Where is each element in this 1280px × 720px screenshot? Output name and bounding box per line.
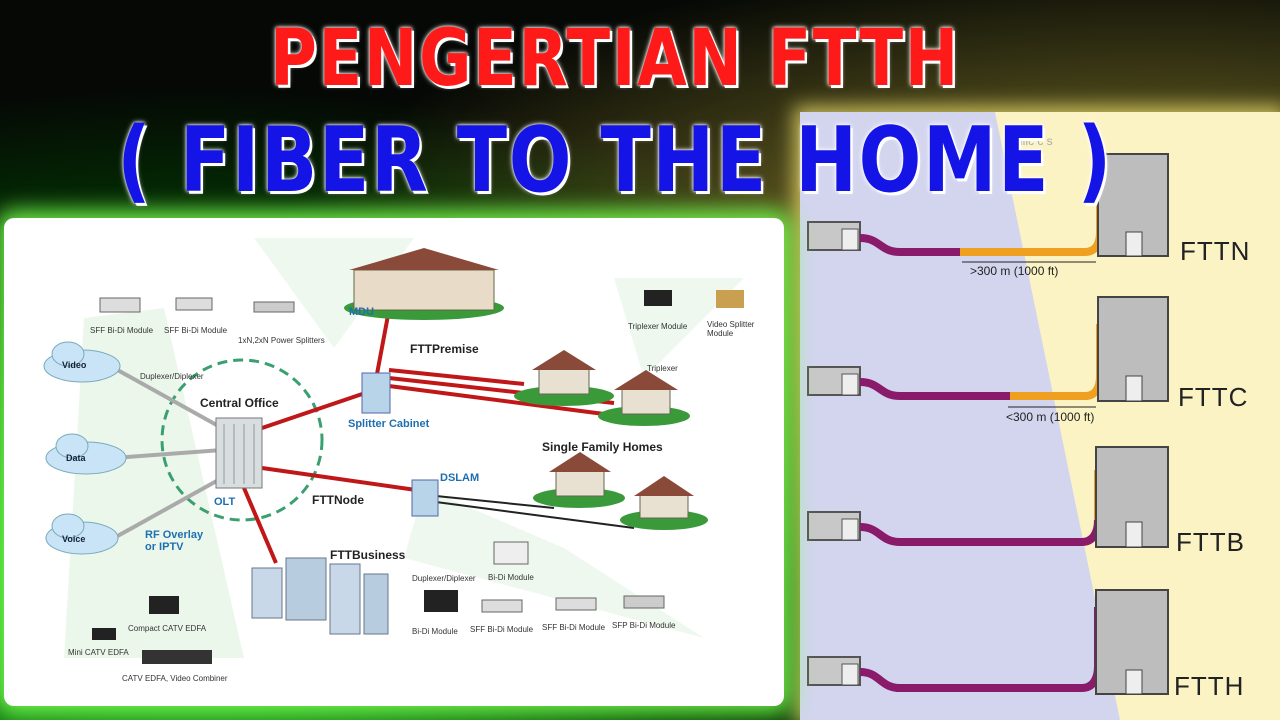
cloud-data-label: Data <box>66 453 86 463</box>
business-buildings <box>251 557 389 635</box>
fttx-diagram-svg <box>800 112 1169 720</box>
triplexer-label: Triplexer <box>647 364 678 373</box>
cloud-video <box>43 341 121 383</box>
sff-module-icon-4 <box>555 597 597 611</box>
label-ftth: FTTH <box>1174 671 1245 701</box>
sff-label-3: SFF Bi-Di Module <box>470 625 534 634</box>
splitter-cabinet-label: Splitter Cabinet <box>348 418 430 430</box>
network-diagram-svg <box>43 238 744 664</box>
house-3 <box>533 452 625 508</box>
power-splitter-icon <box>253 301 295 313</box>
fiber-zone <box>800 112 1120 720</box>
mini-catv-label: Mini CATV EDFA <box>68 648 129 657</box>
sfp-label: SFP Bi-Di Module <box>612 621 676 630</box>
video-splitter-icon <box>716 290 744 308</box>
triplexer-module-label: Triplexer Module <box>628 322 688 331</box>
compact-catv-label: Compact CATV EDFA <box>128 624 207 633</box>
network-diagram: Video Data Voice Central Office OLT MDU … <box>4 218 784 706</box>
row-ftth <box>807 589 1169 695</box>
sff-label-1: SFF Bi-Di Module <box>90 326 154 335</box>
cloud-data <box>45 433 127 475</box>
row-fttb <box>807 446 1169 548</box>
dslam-icon <box>411 479 439 517</box>
olt-rack <box>215 417 263 489</box>
bidi-module-icon-right <box>493 541 529 565</box>
sff-module-icon-3 <box>481 599 523 613</box>
fttnode-label: FTTNode <box>312 493 364 507</box>
label-fttn: FTTN <box>1180 236 1251 266</box>
fttbusiness-label: FTTBusiness <box>330 548 406 562</box>
row-fttc <box>807 296 1169 408</box>
house-2 <box>598 370 690 426</box>
row-fttn <box>807 153 1169 263</box>
single-family-homes-label: Single Family Homes <box>542 440 663 454</box>
cloud-voice <box>45 513 119 555</box>
mdu-label: MDU <box>349 306 375 318</box>
duplexer-label-bottom: Duplexer/Diplexer <box>412 574 476 583</box>
label-fttc: FTTC <box>1178 382 1249 412</box>
sff-module-icon-1 <box>99 297 141 313</box>
catv-edfa-label: CATV EDFA, Video Combiner <box>122 674 228 683</box>
cloud-voice-label: Voice <box>62 534 86 544</box>
house-1 <box>514 350 614 406</box>
triplexer-module-icon <box>644 290 672 306</box>
central-office-circle <box>160 358 324 522</box>
catv-edfa-icon <box>142 650 212 664</box>
title-line-2: ( FIBER TO THE HOME ) <box>117 108 1113 213</box>
house-4 <box>620 476 708 530</box>
bidi-label-bottom: Bi-Di Module <box>412 627 458 636</box>
title-line-1: PENGERTIAN FTTH <box>270 14 960 104</box>
fragment-label: tallic c s <box>1010 134 1053 148</box>
bidi-label-right: Bi-Di Module <box>488 573 534 582</box>
sff-label-2: SFF Bi-Di Module <box>164 326 228 335</box>
rf-overlay-label: RF Overlay or IPTV <box>145 529 204 553</box>
cloud-video-label: Video <box>62 360 87 370</box>
dslam-label: DSLAM <box>440 472 480 484</box>
olt-label: OLT <box>214 496 236 508</box>
compact-catv-icon <box>149 596 179 614</box>
mdu-building <box>344 248 504 320</box>
central-office-label: Central Office <box>200 396 279 410</box>
bidi-module-icon-bottom <box>424 590 458 612</box>
distance-fttc: <300 m (1000 ft) <box>1006 410 1095 424</box>
video-splitter-label: Video Splitter Module <box>707 320 755 338</box>
sff-module-icon-2 <box>175 297 213 311</box>
fttpremise-label: FTTPremise <box>410 342 479 356</box>
power-splitters-label: 1xN,2xN Power Splitters <box>238 336 325 345</box>
splitter-cabinet-icon <box>361 372 391 414</box>
fttx-diagram: tallic c s FTTN >300 m (1000 ft) FTTC <3… <box>800 112 1280 720</box>
sff-label-4: SFF Bi-Di Module <box>542 623 606 632</box>
distance-fttn: >300 m (1000 ft) <box>970 264 1059 278</box>
mini-catv-icon <box>92 628 116 640</box>
sfp-module-icon <box>623 595 665 609</box>
duplexer-label-top: Duplexer/Diplexer <box>140 372 204 381</box>
label-fttb: FTTB <box>1176 527 1245 557</box>
